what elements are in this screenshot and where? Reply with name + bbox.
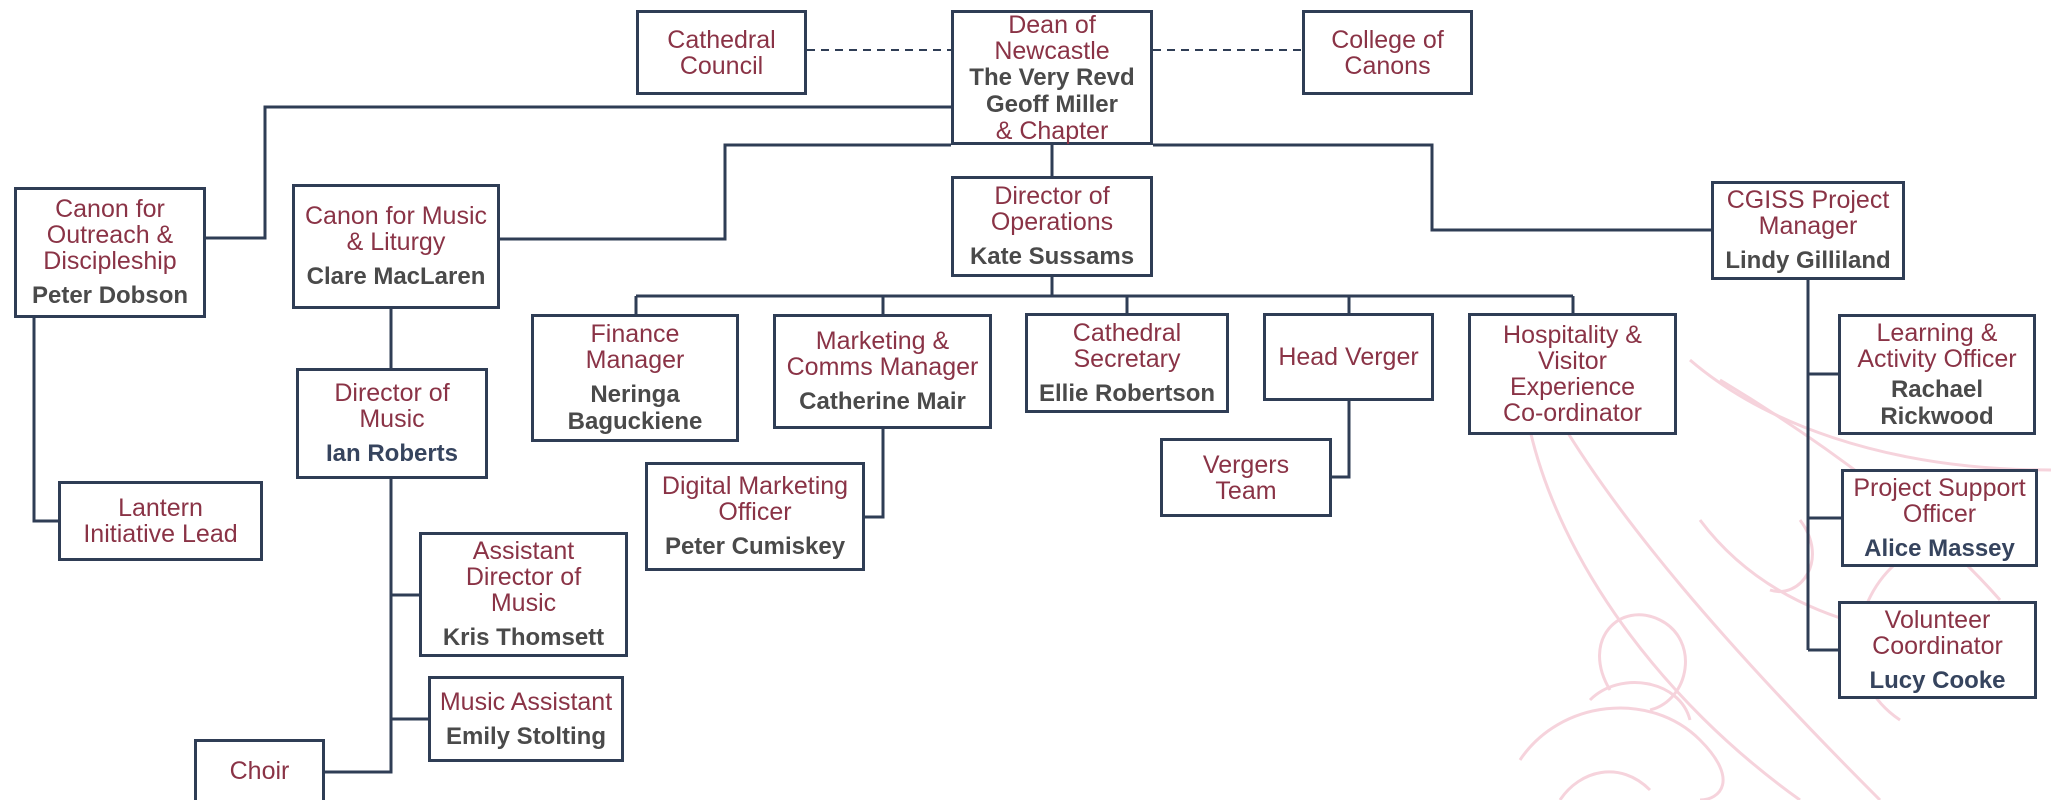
cathedral-secretary-role: Cathedral Secretary bbox=[1072, 318, 1182, 373]
dean-to-cgiss-line bbox=[1153, 143, 1711, 232]
finance-manager-name: Neringa Baguckiene bbox=[567, 381, 703, 435]
canon-music-liturgy-box: Canon for Music & Liturgy Clare MacLaren bbox=[292, 184, 500, 309]
director-of-music-role: Director of Music bbox=[334, 379, 450, 433]
head-verger-to-vergers-line bbox=[1332, 401, 1351, 479]
cgiss-project-manager-box: CGISS Project Manager Lindy Gilliland bbox=[1711, 181, 1905, 280]
cathedral-council-box: Cathedral Council bbox=[636, 10, 807, 95]
director-of-operations-box: Director of Operations Kate Sussams bbox=[951, 176, 1153, 277]
learning-activity-officer-name: Rachael Rickwood bbox=[1880, 375, 1994, 430]
dean-to-outreach-line bbox=[206, 105, 951, 240]
music-trunk-line bbox=[325, 479, 393, 774]
hospitality-coordinator-role: Hospitality & Visitor Experience Co-ordi… bbox=[1503, 321, 1642, 427]
digital-marketing-name: Peter Cumiskey bbox=[664, 533, 846, 560]
director-of-music-box: Director of Music Ian Roberts bbox=[296, 368, 488, 479]
dean-to-music-canon-line bbox=[500, 143, 951, 241]
learning-activity-officer-role: Learning & Activity Officer bbox=[1857, 318, 2017, 373]
assistant-director-music-box: Assistant Director of Music Kris Thomset… bbox=[419, 532, 628, 657]
canon-music-liturgy-role: Canon for Music & Liturgy bbox=[304, 202, 488, 256]
canon-outreach-name: Peter Dobson bbox=[31, 282, 189, 309]
digital-marketing-box: Digital Marketing Officer Peter Cumiskey bbox=[645, 462, 865, 571]
cgiss-project-manager-name: Lindy Gilliland bbox=[1725, 247, 1891, 274]
choir-box: Choir bbox=[194, 739, 325, 800]
dean-name: The Very Revd Geoff Miller bbox=[969, 63, 1135, 118]
marketing-to-digital-line bbox=[865, 429, 885, 519]
learning-activity-officer-box: Learning & Activity Officer Rachael Rick… bbox=[1838, 314, 2036, 435]
volunteer-coordinator-name: Lucy Cooke bbox=[1869, 666, 2006, 694]
canon-outreach-box: Canon for Outreach & Discipleship Peter … bbox=[14, 187, 206, 318]
cgiss-project-manager-role: CGISS Project Manager bbox=[1726, 186, 1890, 240]
cathedral-secretary-name: Ellie Robertson bbox=[1038, 379, 1216, 407]
dean-box: Dean of Newcastle The Very Revd Geoff Mi… bbox=[951, 10, 1153, 145]
project-support-officer-role: Project Support Officer bbox=[1853, 473, 2026, 528]
canon-outreach-role: Canon for Outreach & Discipleship bbox=[43, 195, 177, 275]
college-of-canons-box: College of Canons bbox=[1302, 10, 1473, 95]
outreach-to-lantern-line bbox=[32, 318, 58, 523]
dean-suffix: & Chapter bbox=[995, 116, 1109, 145]
marketing-manager-role: Marketing & Comms Manager bbox=[786, 327, 979, 381]
college-of-canons-role: College of Canons bbox=[1331, 25, 1444, 80]
lantern-lead-role: Lantern Initiative Lead bbox=[83, 494, 238, 548]
head-verger-role: Head Verger bbox=[1278, 343, 1419, 371]
hospitality-coordinator-box: Hospitality & Visitor Experience Co-ordi… bbox=[1468, 313, 1677, 435]
head-verger-box: Head Verger bbox=[1263, 313, 1434, 401]
vergers-team-role: Vergers Team bbox=[1202, 450, 1290, 505]
assistant-director-music-role: Assistant Director of Music bbox=[465, 537, 582, 617]
canon-music-liturgy-name: Clare MacLaren bbox=[306, 263, 486, 290]
director-of-operations-role: Director of Operations bbox=[990, 182, 1114, 236]
volunteer-coordinator-box: Volunteer Coordinator Lucy Cooke bbox=[1838, 601, 2037, 699]
marketing-manager-box: Marketing & Comms Manager Catherine Mair bbox=[773, 314, 992, 429]
project-support-officer-name: Alice Massey bbox=[1864, 534, 2015, 562]
lantern-lead-box: Lantern Initiative Lead bbox=[58, 481, 263, 561]
vergers-team-box: Vergers Team bbox=[1160, 438, 1332, 517]
cathedral-council-role: Cathedral Council bbox=[667, 25, 776, 80]
music-assistant-box: Music Assistant Emily Stolting bbox=[428, 676, 624, 762]
choir-role: Choir bbox=[229, 757, 290, 785]
marketing-manager-name: Catherine Mair bbox=[799, 388, 966, 415]
director-of-operations-name: Kate Sussams bbox=[969, 243, 1135, 270]
volunteer-coordinator-role: Volunteer Coordinator bbox=[1872, 605, 2003, 660]
finance-manager-role: Finance Manager bbox=[585, 320, 685, 374]
cathedral-secretary-box: Cathedral Secretary Ellie Robertson bbox=[1025, 313, 1229, 413]
digital-marketing-role: Digital Marketing Officer bbox=[661, 472, 849, 526]
project-support-officer-box: Project Support Officer Alice Massey bbox=[1841, 469, 2038, 567]
finance-manager-box: Finance Manager Neringa Baguckiene bbox=[531, 314, 739, 442]
music-assistant-role: Music Assistant bbox=[439, 687, 613, 716]
director-of-music-name: Ian Roberts bbox=[325, 440, 459, 467]
dean-role: Dean of Newcastle bbox=[994, 10, 1110, 65]
music-assistant-name: Emily Stolting bbox=[445, 722, 606, 750]
assistant-director-music-name: Kris Thomsett bbox=[442, 624, 605, 651]
